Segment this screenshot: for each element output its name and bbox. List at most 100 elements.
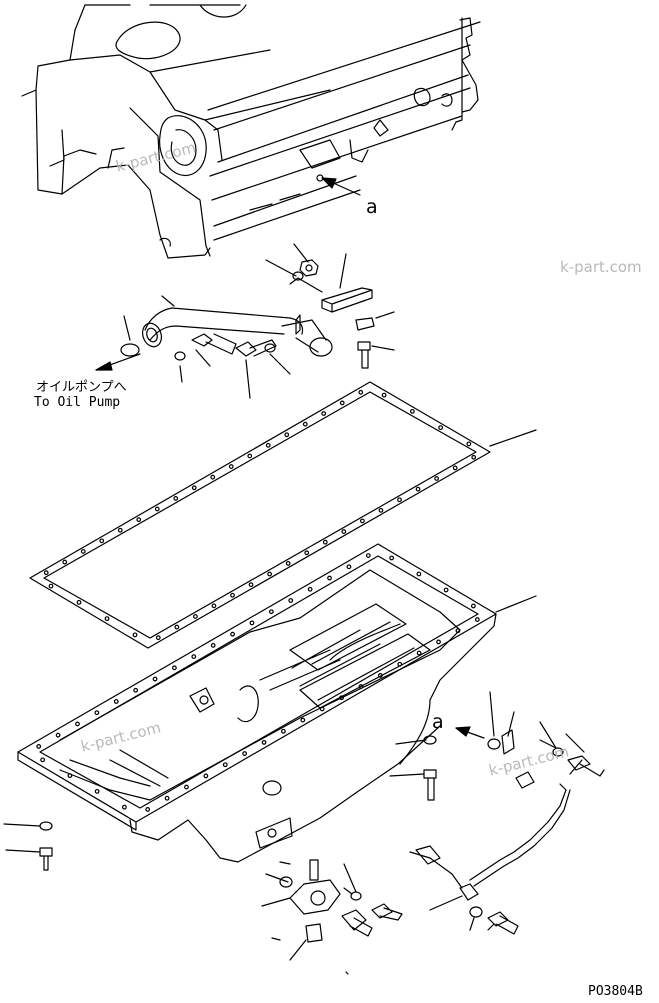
bolt-hole — [155, 507, 159, 511]
leader-lines-lower — [4, 692, 584, 974]
bolt-hole — [328, 576, 332, 580]
oil-pump-label-english: To Oil Pump — [34, 395, 121, 410]
bolt-hole — [56, 733, 60, 737]
washer-mid — [265, 344, 275, 352]
bolt-hole — [390, 556, 394, 560]
bolt-hole — [68, 774, 72, 778]
bolt-hole — [340, 696, 344, 700]
bolt-hole — [165, 796, 169, 800]
plug-right — [356, 318, 374, 330]
bolt-hole — [77, 601, 81, 605]
leader-lines-upper — [124, 244, 394, 398]
engine-block — [22, 5, 480, 258]
drain-flange — [290, 860, 340, 914]
bolt-left — [192, 334, 236, 354]
bolt-hole — [192, 655, 196, 659]
bolt-hole — [320, 707, 324, 711]
bolt-hole — [285, 433, 289, 437]
bolt-hole — [185, 785, 189, 789]
bolt-hole — [476, 618, 480, 622]
reference-label-a-block: a — [366, 196, 378, 218]
bolt-hole — [379, 674, 383, 678]
bolt-hole — [359, 685, 363, 689]
bolt-hole — [266, 444, 270, 448]
bolt-hole — [322, 412, 326, 416]
drawing-code: PO3804B — [588, 984, 643, 999]
arrowhead-oil-pump — [96, 362, 112, 370]
bolt-hole — [439, 426, 443, 430]
bolt-hole — [174, 497, 178, 501]
bolt-hole — [308, 587, 312, 591]
washer-left — [175, 352, 185, 360]
gasket-bolt-holes — [44, 391, 475, 640]
bolt-hole — [340, 401, 344, 405]
bolt-hole — [41, 758, 45, 762]
pipe-bracket — [290, 278, 372, 334]
bolt-hole — [229, 465, 233, 469]
drain-plug — [306, 924, 322, 942]
bolt-hole — [270, 610, 274, 614]
bolt-hole — [347, 565, 351, 569]
nut-top — [300, 260, 318, 276]
bolt-hole — [282, 729, 286, 733]
bolt-hole — [123, 805, 127, 809]
bolt-hole — [382, 393, 386, 397]
bolt-hole — [435, 477, 439, 481]
oil-pan-gasket — [30, 382, 490, 648]
oil-pan — [18, 544, 496, 862]
bolt-hole — [100, 539, 104, 543]
bolt-hole — [137, 518, 141, 522]
bolt-hole — [416, 487, 420, 491]
bolt-hole — [134, 688, 138, 692]
bolt-hole — [146, 808, 150, 812]
bolt-hole — [268, 572, 272, 576]
bolt-hole — [211, 475, 215, 479]
bolt-hole — [44, 571, 48, 575]
bolt-hole — [286, 562, 290, 566]
bolt-hole — [323, 540, 327, 544]
bolt-hole — [231, 632, 235, 636]
bolt-hole — [156, 636, 160, 640]
bolt-hole — [81, 550, 85, 554]
bolt-hole — [472, 456, 476, 460]
bolt-hole — [231, 593, 235, 597]
bolt-hole — [456, 629, 460, 633]
bolt-hole — [342, 530, 346, 534]
bolt-hole — [118, 528, 122, 532]
bolt-hole — [243, 752, 247, 756]
bolt-hole — [359, 391, 363, 395]
leader-gasket — [490, 430, 536, 446]
bolt-hole — [417, 651, 421, 655]
reference-label-a-pan: a — [432, 711, 444, 733]
bolt-hole — [105, 617, 109, 621]
bolt-hole — [250, 621, 254, 625]
bolt-center — [236, 340, 276, 356]
bolt-hole — [398, 662, 402, 666]
bolt-hole — [467, 442, 471, 446]
bolt-hole — [175, 625, 179, 629]
arrowhead-a-pan — [456, 727, 470, 736]
arrowhead-a-block — [322, 178, 336, 188]
connector-washers — [488, 730, 604, 776]
bolt-hole — [37, 745, 41, 749]
bolt-hole — [223, 763, 227, 767]
pan-bolts-right — [424, 736, 436, 800]
bolt-hole — [303, 422, 307, 426]
bolt-hole — [379, 509, 383, 513]
bolt-hole — [192, 486, 196, 490]
pan-bolts-left — [40, 822, 52, 870]
bolt-hole — [153, 677, 157, 681]
oil-level-sensor — [410, 772, 570, 900]
o-ring — [121, 344, 139, 356]
watermark: k-part.com — [560, 258, 642, 276]
bolt-hole — [301, 718, 305, 722]
oil-pan-flange-holes — [37, 554, 479, 811]
bolt-hole — [114, 700, 118, 704]
bolt-hole — [289, 599, 293, 603]
oil-suction-pipe — [139, 308, 332, 356]
bolt-hole — [194, 615, 198, 619]
bolt-hole — [63, 560, 67, 564]
bolt-hole — [76, 722, 80, 726]
bolt-hole — [95, 790, 99, 794]
